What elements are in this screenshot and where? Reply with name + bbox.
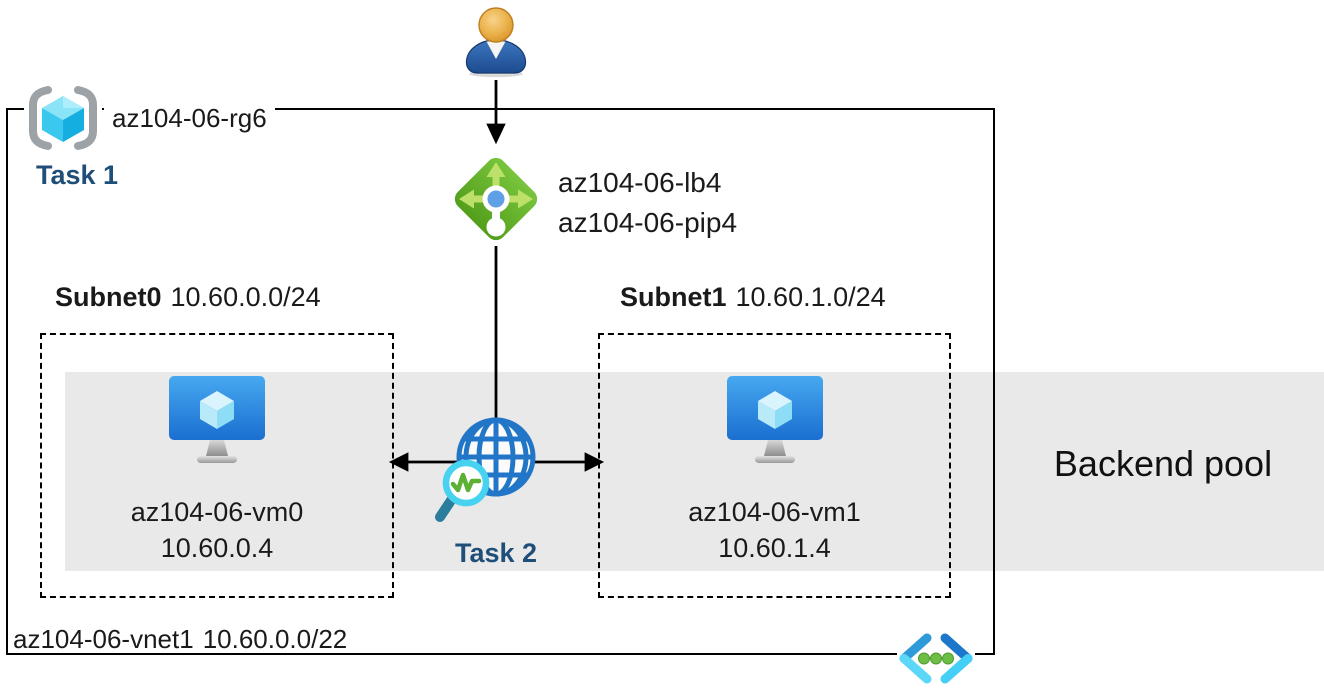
globe-probe-icon — [435, 417, 536, 522]
vm0-ip: 10.60.0.4 — [160, 533, 274, 563]
subnet1-name: Subnet1 — [620, 282, 727, 312]
vnet-cidr: 10.60.0.0/22 — [202, 624, 348, 654]
vnet-label: az104-06-vnet1 10.60.0.0/22 — [13, 624, 347, 655]
load-balancer-name: az104-06-lb4 — [558, 167, 722, 198]
subnet0-cidr: 10.60.0.0/24 — [170, 282, 321, 312]
public-ip-name: az104-06-pip4 — [558, 207, 738, 238]
vnet-name: az104-06-vnet1 — [13, 624, 194, 654]
subnet0-name: Subnet0 — [55, 282, 162, 312]
magnifier-handle — [435, 494, 457, 522]
task1-label: Task 1 — [36, 160, 119, 190]
task2-label: Task 2 — [454, 538, 538, 568]
vm1-ip: 10.60.1.4 — [718, 533, 831, 563]
vm0-name: az104-06-vm0 — [130, 497, 304, 527]
backend-pool-label: Backend pool — [1053, 443, 1273, 484]
resource-group-box — [6, 108, 995, 655]
vm-icon — [727, 376, 823, 463]
backend-pool-band — [65, 372, 1324, 571]
load-balancer-icon — [454, 157, 538, 241]
virtual-network-icon — [897, 633, 975, 685]
resource-group-icon — [24, 84, 102, 152]
subnet1-label: Subnet1 10.60.1.0/24 — [620, 282, 886, 313]
subnet0-label: Subnet0 10.60.0.0/24 — [55, 282, 321, 313]
vm-icon — [169, 376, 265, 463]
probe-zigzag — [450, 472, 482, 493]
vm1-name: az104-06-vm1 — [688, 497, 861, 527]
resource-group-label: az104-06-rg6 — [104, 103, 275, 134]
subnet1-cidr: 10.60.1.0/24 — [735, 282, 886, 312]
person-icon — [465, 7, 527, 78]
